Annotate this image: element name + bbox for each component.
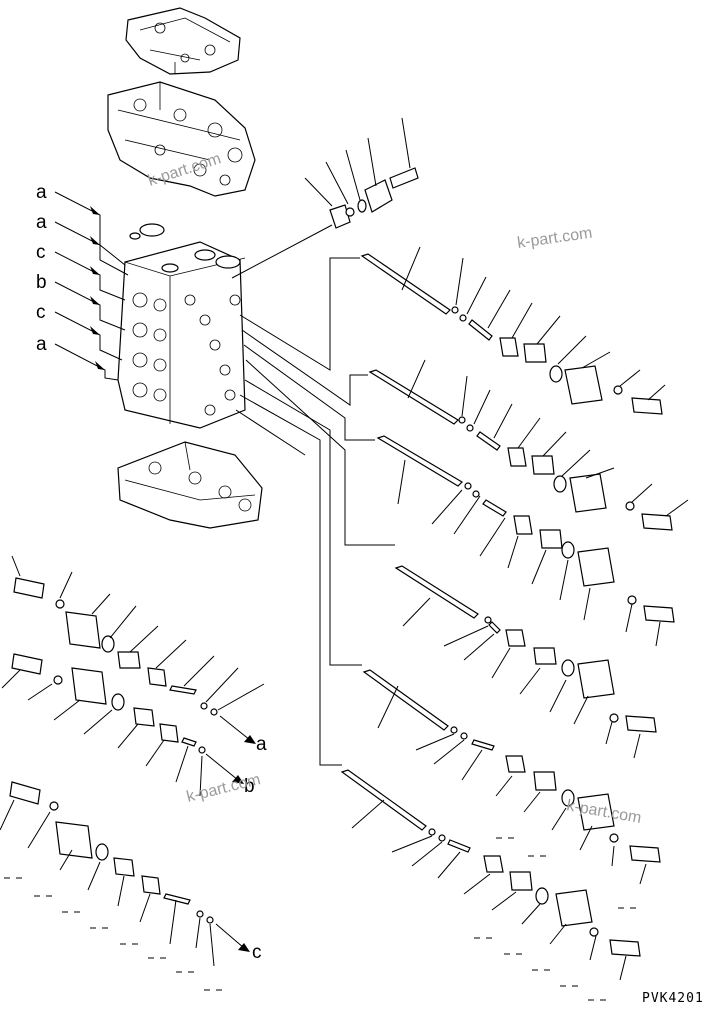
valve-body-ports — [132, 292, 241, 416]
callout-label-c: c — [252, 942, 262, 963]
left-row-a — [11, 555, 265, 744]
spool-row-3 — [376, 435, 675, 647]
callout-label: b — [36, 272, 47, 293]
callout-label-a: a — [256, 734, 267, 755]
top-right-fittings — [304, 117, 419, 229]
leader-lines — [231, 224, 395, 766]
lower-valve-block — [117, 441, 263, 529]
figure-code: PVK4201 — [642, 991, 704, 1006]
spool-assemblies-right — [340, 246, 689, 981]
callout-label: a — [36, 182, 47, 203]
upper-valve-block — [107, 81, 256, 197]
spool-row-5 — [362, 669, 661, 885]
top-cover-plate — [125, 7, 241, 75]
spool-assemblies-left: a b c — [0, 555, 267, 967]
placeholder-dashes — [4, 837, 636, 1001]
left-row-b — [1, 653, 244, 797]
left-row-c — [0, 781, 250, 967]
callout-label: c — [36, 242, 46, 263]
spool-row-1 — [360, 246, 666, 415]
watermark: k-part.com — [516, 225, 593, 252]
spool-row-4 — [394, 565, 657, 759]
left-callouts: a a c b c a — [36, 182, 129, 381]
main-valve-body — [117, 223, 246, 429]
spool-row-6 — [340, 769, 641, 981]
callout-label-b: b — [244, 776, 255, 797]
callout-label: c — [36, 302, 46, 323]
watermark: k-part.com — [185, 771, 262, 806]
spool-row-2 — [368, 359, 689, 531]
callout-label: a — [36, 334, 47, 355]
callout-label: a — [36, 212, 47, 233]
